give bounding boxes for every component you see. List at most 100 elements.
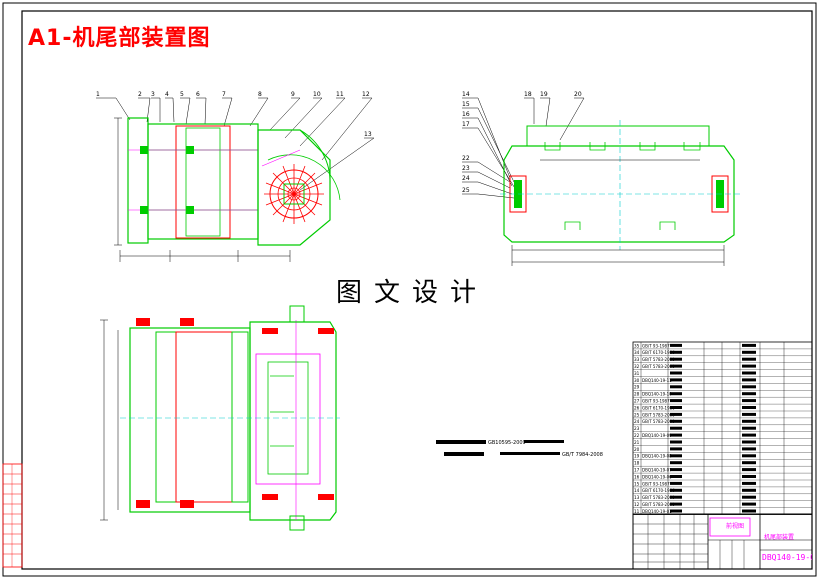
callout-label: 23 bbox=[462, 165, 470, 172]
bom-row-number: 19 bbox=[634, 454, 640, 459]
tech-notes bbox=[436, 440, 564, 456]
callout-label: 9 bbox=[291, 91, 295, 98]
bom-row-name-mark bbox=[670, 419, 682, 423]
bom-row-name-mark bbox=[670, 433, 682, 437]
bom-row-name-mark bbox=[670, 495, 682, 499]
title-block-name: 机尾部装置 bbox=[764, 534, 795, 541]
drawing-number: DBQ140-19-00 bbox=[762, 553, 812, 562]
bom-row-number: 18 bbox=[634, 461, 640, 466]
callout-label: 25 bbox=[462, 187, 470, 194]
bom-row-number: 32 bbox=[634, 364, 640, 369]
bom-row-spec-mark bbox=[742, 426, 756, 430]
bom-row-name-mark bbox=[670, 357, 682, 361]
tech-note: GB10595-2009 bbox=[488, 440, 526, 446]
callout-label: 1 bbox=[96, 91, 100, 98]
bom-row-spec-mark bbox=[742, 378, 756, 382]
callout-label: 14 bbox=[462, 91, 470, 98]
bom-row-spec-mark bbox=[742, 454, 756, 458]
bom-row-number: 25 bbox=[634, 412, 640, 417]
bom-row-name-mark bbox=[670, 440, 682, 444]
side-view bbox=[462, 97, 740, 266]
bom-row-number: 12 bbox=[634, 502, 640, 507]
bom-row-number: 28 bbox=[634, 392, 640, 397]
bom-row-spec-mark bbox=[742, 385, 756, 389]
bom-row-number: 31 bbox=[634, 371, 640, 376]
bom-row-spec-mark bbox=[742, 495, 756, 499]
callout-label: 18 bbox=[524, 91, 532, 98]
bom-row-name-mark bbox=[670, 426, 682, 430]
bom-row-code: GB/T 5783-2000 bbox=[642, 502, 675, 507]
bom-row-code: DBQ140-19-08 bbox=[642, 454, 672, 459]
bom-row-spec-mark bbox=[742, 399, 756, 403]
bom-row-name-mark bbox=[670, 475, 682, 478]
bom-row-code: GB/T 93-1987 bbox=[642, 481, 670, 486]
bom-row-number: 20 bbox=[634, 447, 640, 452]
callout-label: 6 bbox=[196, 91, 200, 98]
callout-label: 7 bbox=[222, 91, 226, 98]
top-view bbox=[100, 305, 340, 531]
drawing-title: A1-机尾部装置图 bbox=[28, 26, 211, 51]
callout-label: 17 bbox=[462, 121, 470, 128]
bom-row-name-mark bbox=[670, 509, 682, 513]
bom-row-code: GB/T 5783-2000 bbox=[642, 495, 675, 500]
bom-row-code: GB/T 5783-2000 bbox=[642, 364, 675, 369]
bom-row-spec-mark bbox=[742, 447, 756, 451]
bom-row-spec-mark bbox=[742, 468, 756, 472]
bom-row-spec-mark bbox=[742, 419, 756, 423]
bom-row-code: GB/T 5783-2000 bbox=[642, 419, 675, 424]
bom-row-name-mark bbox=[670, 364, 682, 368]
bom-row-spec-mark bbox=[742, 433, 756, 437]
bom-row-spec-mark bbox=[742, 371, 756, 375]
title-block bbox=[632, 513, 813, 570]
bom-row-number: 34 bbox=[634, 350, 640, 355]
bom-row-name-mark bbox=[670, 447, 682, 451]
title-block-label: 前视图 bbox=[726, 523, 745, 530]
bom-row-number: 26 bbox=[634, 405, 640, 410]
bom-row-spec-mark bbox=[742, 406, 756, 409]
bom-row-name-mark bbox=[670, 481, 682, 485]
bom-row-name-mark bbox=[670, 343, 682, 347]
bom-row-code: DBQ140-19-01 bbox=[642, 509, 672, 514]
bom-row-code: DBQ140-19-11 bbox=[642, 378, 672, 383]
bom-row-number: 24 bbox=[634, 419, 640, 424]
bom-row-number: 11 bbox=[634, 509, 640, 514]
bom-row-code: GB/T 93-1987 bbox=[642, 399, 670, 404]
bom-row-number: 33 bbox=[634, 357, 640, 362]
bom-row-code: GB/T 5783-2000 bbox=[642, 357, 675, 362]
bom-row-code: DBQ140-19-10 bbox=[642, 392, 672, 397]
bom-row-spec-mark bbox=[742, 440, 756, 444]
bom-row-number: 21 bbox=[634, 440, 640, 445]
callout-label: 2 bbox=[138, 91, 142, 98]
bom-row-spec-mark bbox=[742, 357, 756, 361]
bom-row-code: DBQ140-19-06 bbox=[642, 474, 672, 479]
bom-row-code: DBQ140-19-09 bbox=[642, 433, 672, 438]
bom-row-number: 14 bbox=[634, 488, 640, 493]
bom-row-code: DBQ140-19-07 bbox=[642, 468, 672, 473]
callout-label: 12 bbox=[362, 91, 370, 98]
callout-label: 24 bbox=[462, 175, 470, 182]
callout-label: 20 bbox=[574, 91, 582, 98]
bom-row-number: 29 bbox=[634, 385, 640, 390]
bom-row-name-mark bbox=[670, 454, 682, 458]
bom-row-name-mark bbox=[670, 350, 682, 354]
bom-row-spec-mark bbox=[742, 412, 756, 416]
bom-row-number: 35 bbox=[634, 343, 640, 348]
bom-row-number: 30 bbox=[634, 378, 640, 383]
bom-row-name-mark bbox=[670, 385, 682, 389]
bom-row-spec-mark bbox=[742, 392, 756, 396]
tech-note: GB/T 7984-2008 bbox=[562, 452, 603, 458]
callout-label: 8 bbox=[258, 91, 262, 98]
bom-row-name-mark bbox=[670, 468, 682, 472]
bom-row-spec-mark bbox=[742, 343, 756, 347]
bom-row-spec-mark bbox=[742, 475, 756, 478]
callout-label: 15 bbox=[462, 101, 470, 108]
bom-row-number: 15 bbox=[634, 481, 640, 486]
bom-row-name-mark bbox=[670, 461, 682, 465]
callout-label: 22 bbox=[462, 155, 470, 162]
callout-label: 16 bbox=[462, 111, 470, 118]
binding-strip bbox=[2, 463, 23, 568]
bom-row-name-mark bbox=[670, 406, 682, 409]
bom-row-code: GB/T 6170-1986 bbox=[642, 405, 675, 410]
bom-row-name-mark bbox=[670, 412, 682, 416]
